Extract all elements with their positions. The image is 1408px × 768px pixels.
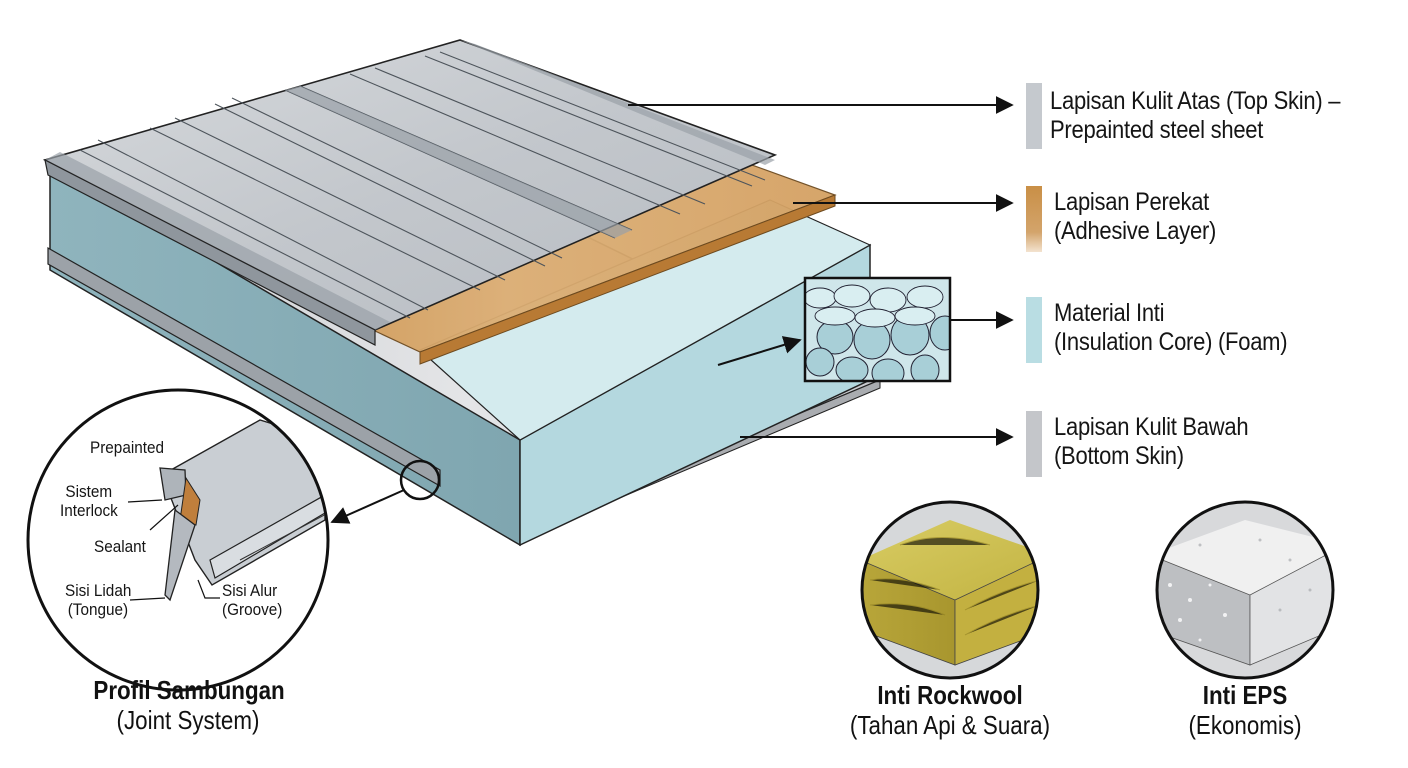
- callout-interlock: Sistem Interlock: [60, 482, 118, 520]
- label-bottom-skin: Lapisan Kulit Bawah (Bottom Skin): [1054, 413, 1249, 470]
- joint-profile-drawing: [159, 419, 328, 602]
- joint-detail-circle: [26, 388, 330, 692]
- leader-joint: [330, 489, 405, 524]
- leader-core-inset: [717, 336, 802, 366]
- caption-eps: Inti EPS (Ekonomis): [1188, 680, 1302, 740]
- caption-joint-system: Profil Sambungan (Joint System): [93, 675, 285, 735]
- eps-sample: [1157, 520, 1333, 666]
- foam-cell-inset: [805, 278, 950, 381]
- label-core: Material Inti (Insulation Core) (Foam): [1054, 299, 1288, 356]
- rockwool-circle: [860, 500, 1040, 680]
- eps-circle: [1155, 500, 1335, 680]
- callout-sealant: Sealant: [94, 537, 146, 556]
- callout-groove: Sisi Alur (Groove): [222, 581, 283, 619]
- caption-rockwool: Inti Rockwool (Tahan Api & Suara): [849, 680, 1051, 740]
- label-adhesive: Lapisan Perekat (Adhesive Layer): [1054, 188, 1217, 245]
- swatch-adhesive: [1026, 186, 1042, 252]
- callout-tongue: Sisi Lidah (Tongue): [65, 581, 132, 619]
- swatch-core: [1026, 297, 1042, 363]
- callout-prepainted: Prepainted: [90, 438, 165, 457]
- label-top-skin: Lapisan Kulit Atas (Top Skin) – Prepaint…: [1050, 87, 1341, 144]
- swatch-bottom-skin: [1026, 411, 1042, 477]
- joint-highlight-circle: [399, 459, 441, 501]
- rockwool-sample: [862, 520, 1038, 666]
- swatch-top-skin: [1026, 83, 1042, 149]
